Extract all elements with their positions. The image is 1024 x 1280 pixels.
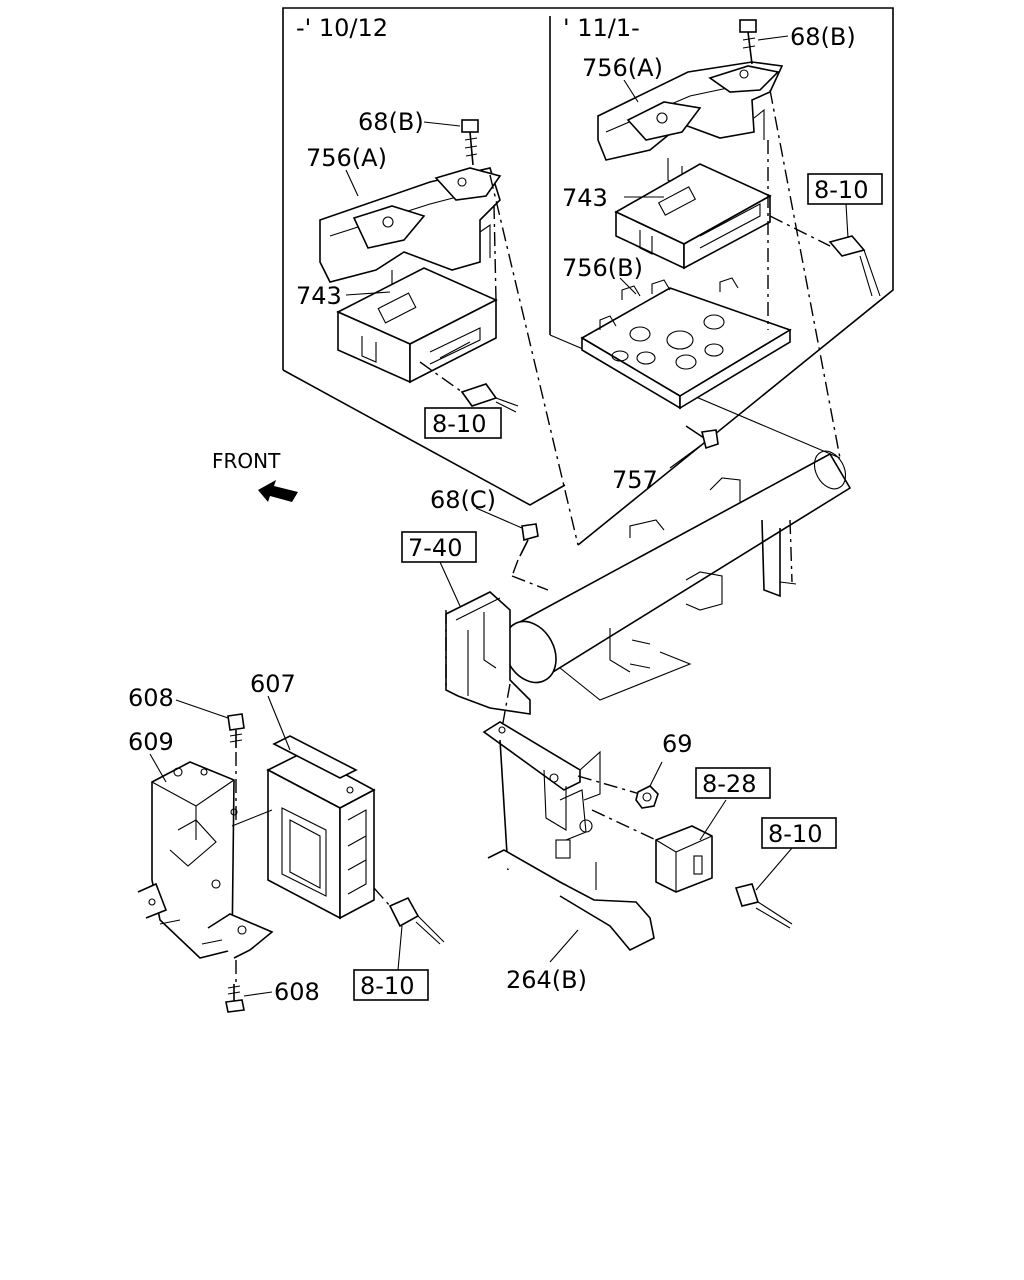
ref-8-10-right-text: 8-10 — [768, 820, 822, 848]
cross-car-beam — [503, 450, 852, 701]
leader-line — [623, 79, 639, 103]
left-bracket-756a — [319, 167, 502, 301]
leader-line — [397, 925, 403, 971]
label-69: 69 — [662, 730, 693, 758]
ref-8-28-text: 8-28 — [702, 770, 756, 798]
ref-7-40: 7-40 — [401, 531, 477, 563]
inset-right-date: ' 11/1- — [563, 14, 640, 42]
label-264b: 264(B) — [506, 966, 587, 994]
right-module-743 — [614, 163, 772, 270]
inset-right-68b-label: 68(B) — [790, 23, 856, 51]
leader-line — [699, 799, 727, 841]
ref-8-28: 8-28 — [695, 767, 771, 799]
left-connector — [419, 361, 519, 413]
alignment-line — [493, 204, 497, 301]
label-609: 609 — [128, 728, 174, 756]
label-68c: 68(C) — [430, 486, 496, 514]
leader-line — [549, 929, 579, 963]
leader-line — [175, 699, 229, 719]
right-inset-connector — [828, 235, 881, 297]
label-757: 757 — [612, 466, 658, 494]
bolt-757 — [685, 425, 719, 450]
side-bracket-7-40 — [445, 591, 531, 715]
ecu-connector — [373, 887, 445, 945]
ref-8-10-bottom-text: 8-10 — [360, 972, 414, 1000]
ecu-607 — [231, 735, 376, 920]
ref-8-10-right: 8-10 — [761, 817, 837, 849]
module-8-28 — [655, 825, 713, 893]
nut-69 — [635, 785, 659, 809]
alignment-line — [769, 89, 841, 459]
bolt-608-bottom — [225, 960, 245, 1013]
inset-left-ref-8-10: 8-10 — [424, 407, 502, 439]
leader-line — [149, 753, 167, 783]
bracket-609 — [137, 761, 274, 959]
inset-right-756b-label: 756(B) — [562, 254, 643, 282]
alignment-line — [591, 809, 657, 841]
leader-line — [243, 991, 273, 997]
leader-line — [649, 761, 663, 787]
alignment-line — [501, 683, 511, 729]
leader-line — [757, 35, 789, 41]
left-module-743 — [336, 267, 498, 384]
front-arrow-icon — [258, 480, 298, 502]
leader-line — [619, 277, 637, 295]
inset-right-756a-label: 756(A) — [582, 54, 663, 82]
left-bolt-68b — [461, 119, 479, 166]
leader-line — [845, 203, 849, 239]
leader-line — [755, 847, 793, 891]
inset-left-68b-label: 68(B) — [358, 108, 424, 136]
leader-line — [669, 445, 701, 469]
bolt-68c — [511, 523, 549, 591]
alignment-line — [489, 174, 579, 546]
leader-line — [423, 121, 461, 127]
leader-line — [475, 507, 523, 529]
inset-left-756a-label: 756(A) — [306, 144, 387, 172]
inset-right-ref-8-10-text: 8-10 — [814, 176, 868, 204]
label-608-bottom: 608 — [274, 978, 320, 1006]
inset-left-date: -' 10/12 — [296, 14, 388, 42]
alignment-line — [577, 775, 641, 795]
leader-line — [267, 695, 291, 751]
alignment-line — [769, 215, 831, 247]
inset-left-743-label: 743 — [296, 282, 342, 310]
leader-line — [345, 291, 391, 296]
ref-8-10-bottom: 8-10 — [353, 969, 429, 1001]
front-label: FRONT — [212, 449, 281, 473]
inset-left-ref-8-10-text: 8-10 — [432, 410, 486, 438]
right-bolt-68b — [739, 19, 757, 65]
inset-right-ref-8-10: 8-10 — [807, 173, 883, 205]
connector-right — [734, 883, 793, 929]
right-tray-756b — [580, 277, 792, 410]
label-607: 607 — [250, 670, 296, 698]
leader-line — [345, 169, 359, 197]
label-608-top: 608 — [128, 684, 174, 712]
bracket-264b — [482, 721, 655, 951]
bolt-608-top — [227, 713, 245, 820]
leader-line — [439, 561, 461, 607]
inset-right-743-label: 743 — [562, 184, 608, 212]
ref-7-40-text: 7-40 — [408, 534, 462, 562]
